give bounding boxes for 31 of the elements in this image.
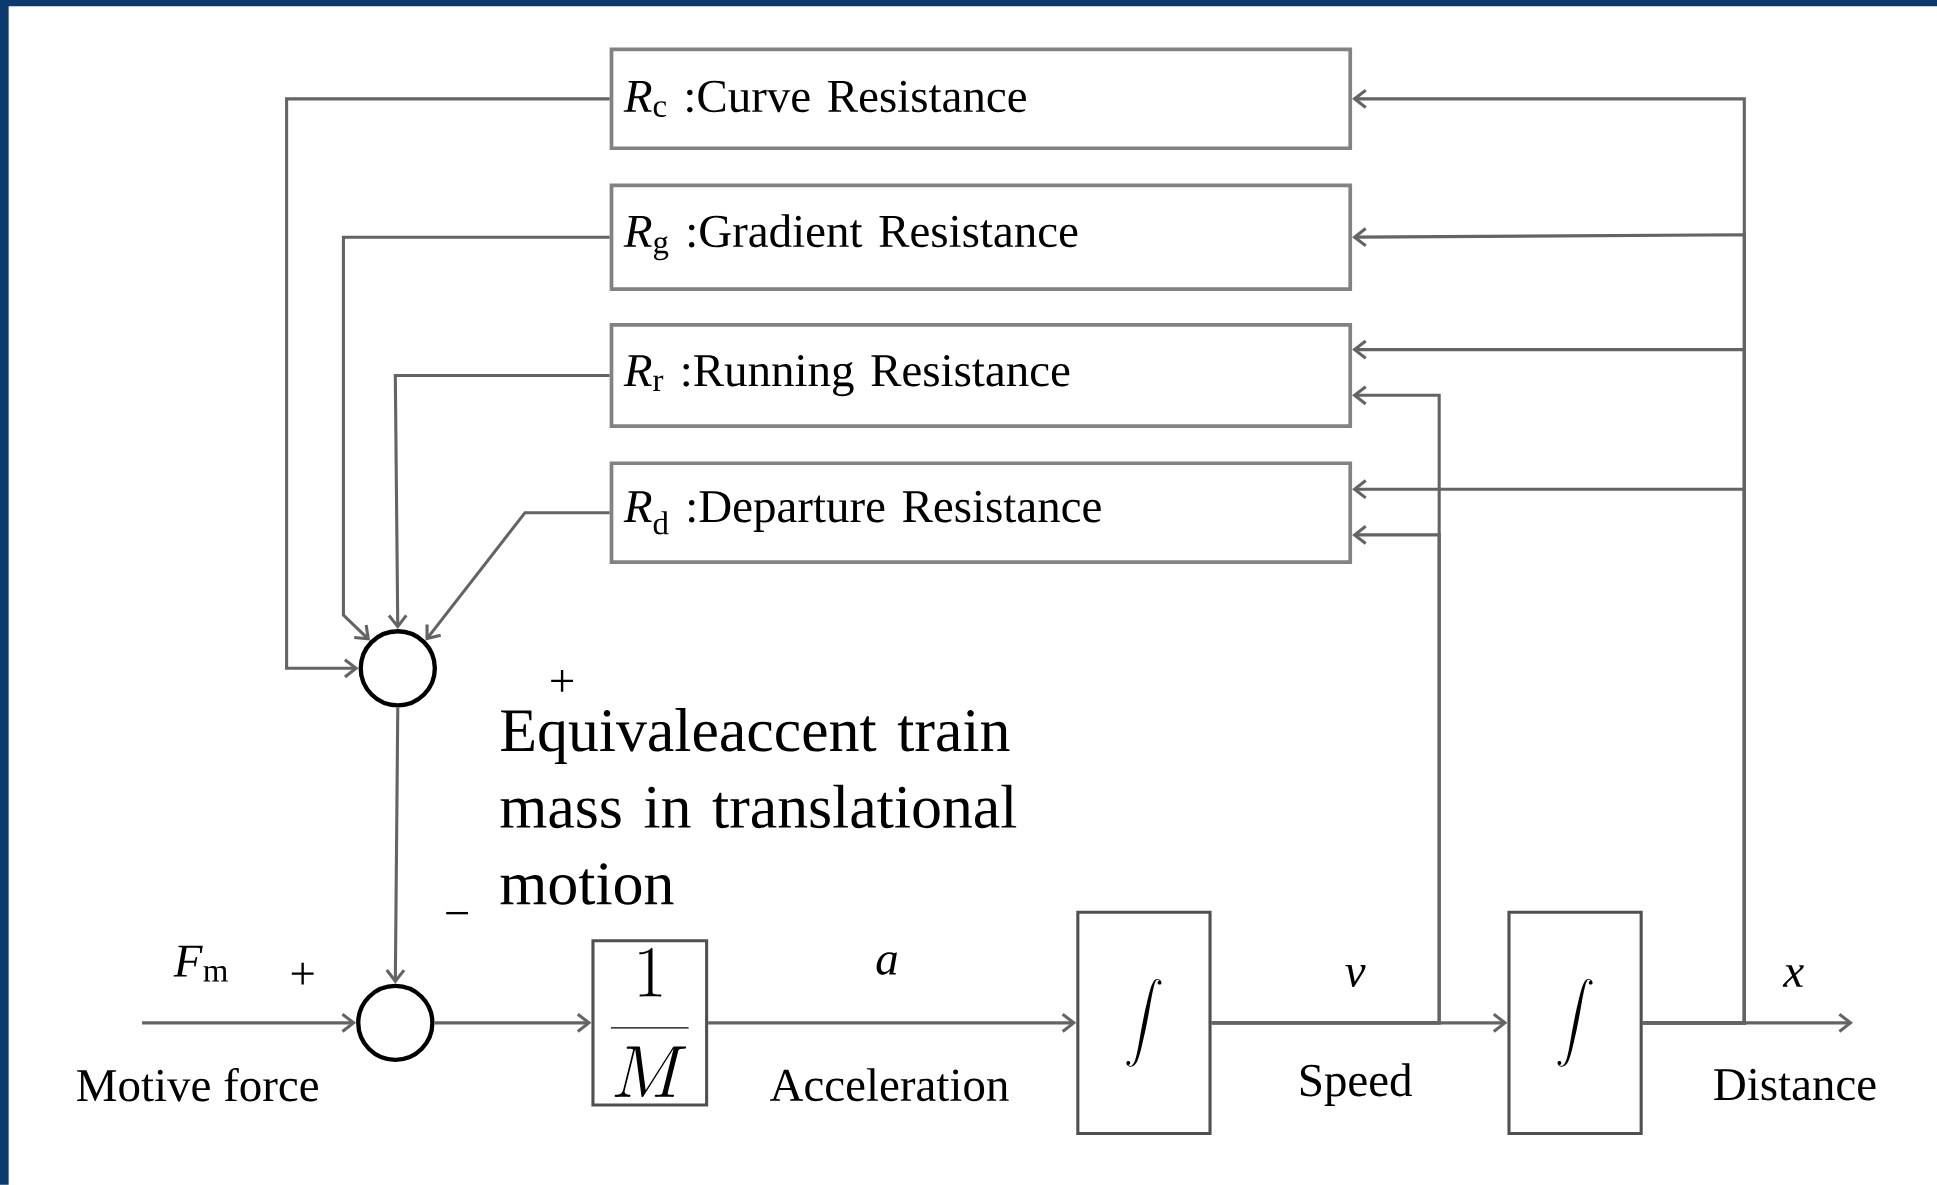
arrow: [285, 97, 610, 679]
signal-name: v: [1345, 965, 1366, 988]
minus-sign: −: [446, 912, 468, 915]
arrow: [1352, 479, 1746, 1025]
plus-sign: +: [551, 670, 574, 692]
summing-junction: [356, 983, 435, 1063]
arrow: [434, 1013, 592, 1033]
signal-label: Distance: [1714, 1069, 1876, 1101]
integrator-box: $\int$: [1076, 910, 1212, 1136]
arrow: [425, 511, 610, 641]
resistance-box: R$_{c}$ :Curve Resistance: [609, 47, 1353, 151]
summing-junction: [358, 629, 437, 708]
arrow: [387, 374, 610, 630]
signal-name: a: [876, 952, 897, 975]
arrow: [142, 1013, 357, 1033]
plus-sign: +: [291, 962, 314, 985]
resistance-box: R$_{d}$ :Departure Resistance: [609, 461, 1353, 565]
signal-label: Speed: [1300, 1063, 1412, 1107]
signal-label: Motive force: [77, 1068, 318, 1102]
resistance-box: R$_{g}$ :Gradient Resistance: [609, 183, 1353, 292]
arrow: [341, 235, 610, 641]
resistance-box: R$_{r}$ :Running Resistance: [609, 323, 1353, 429]
arrow: [708, 1013, 1077, 1033]
gain-box: $\frac{1}{M}$: [591, 939, 709, 1107]
signal-name: x: [1782, 965, 1804, 987]
integrator-box: $\int$: [1507, 910, 1643, 1136]
signal-label: Acceleration: [770, 1068, 1009, 1102]
annotation-text: Equivaleaccent train mass in translational motion: [500, 708, 1017, 905]
signal-name: F$_{m}$: [173, 945, 228, 982]
arrow: [1211, 525, 1441, 1025]
arrow: [385, 707, 406, 984]
